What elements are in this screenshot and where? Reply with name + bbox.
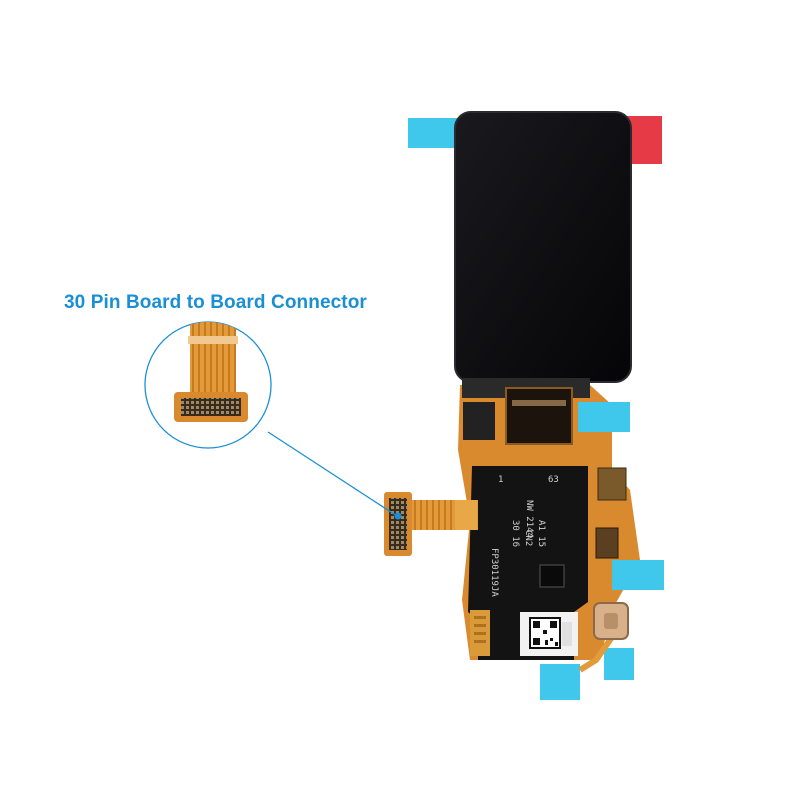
pcb-marking-line-2: 30 16 <box>510 520 520 547</box>
small-component <box>463 402 495 440</box>
callout-leader-line <box>267 431 398 517</box>
zoom-connector-pins <box>181 398 241 416</box>
connector-callout-label: 30 Pin Board to Board Connector <box>64 292 367 313</box>
pcb-stiffener <box>468 466 588 660</box>
pcb-pin-1: 1 <box>498 475 503 485</box>
connector-callout-dot <box>394 512 402 520</box>
zoom-flex-cable <box>190 322 236 394</box>
tab-blue-bottom-right <box>604 648 634 680</box>
pcb-part-number: FP30119JA <box>489 548 499 597</box>
pcb-marking-line-4: A1 15 <box>536 520 546 547</box>
pcb-marking-line-1: NW 2144 <box>524 500 534 538</box>
pcb-marking-line-3: CN2 <box>523 530 533 546</box>
flex-gold-strip <box>455 500 477 530</box>
qr-code-icon <box>529 617 561 649</box>
driver-ic <box>505 387 573 445</box>
pcb-pin-63: 63 <box>548 475 559 485</box>
tab-blue-right-2 <box>612 560 664 590</box>
pcb-chip <box>539 564 565 588</box>
side-component-1 <box>597 467 627 501</box>
tab-blue-right-1 <box>578 402 630 432</box>
display-screen <box>455 112 631 382</box>
tab-blue-bottom <box>540 664 580 700</box>
side-component-2 <box>595 527 619 559</box>
